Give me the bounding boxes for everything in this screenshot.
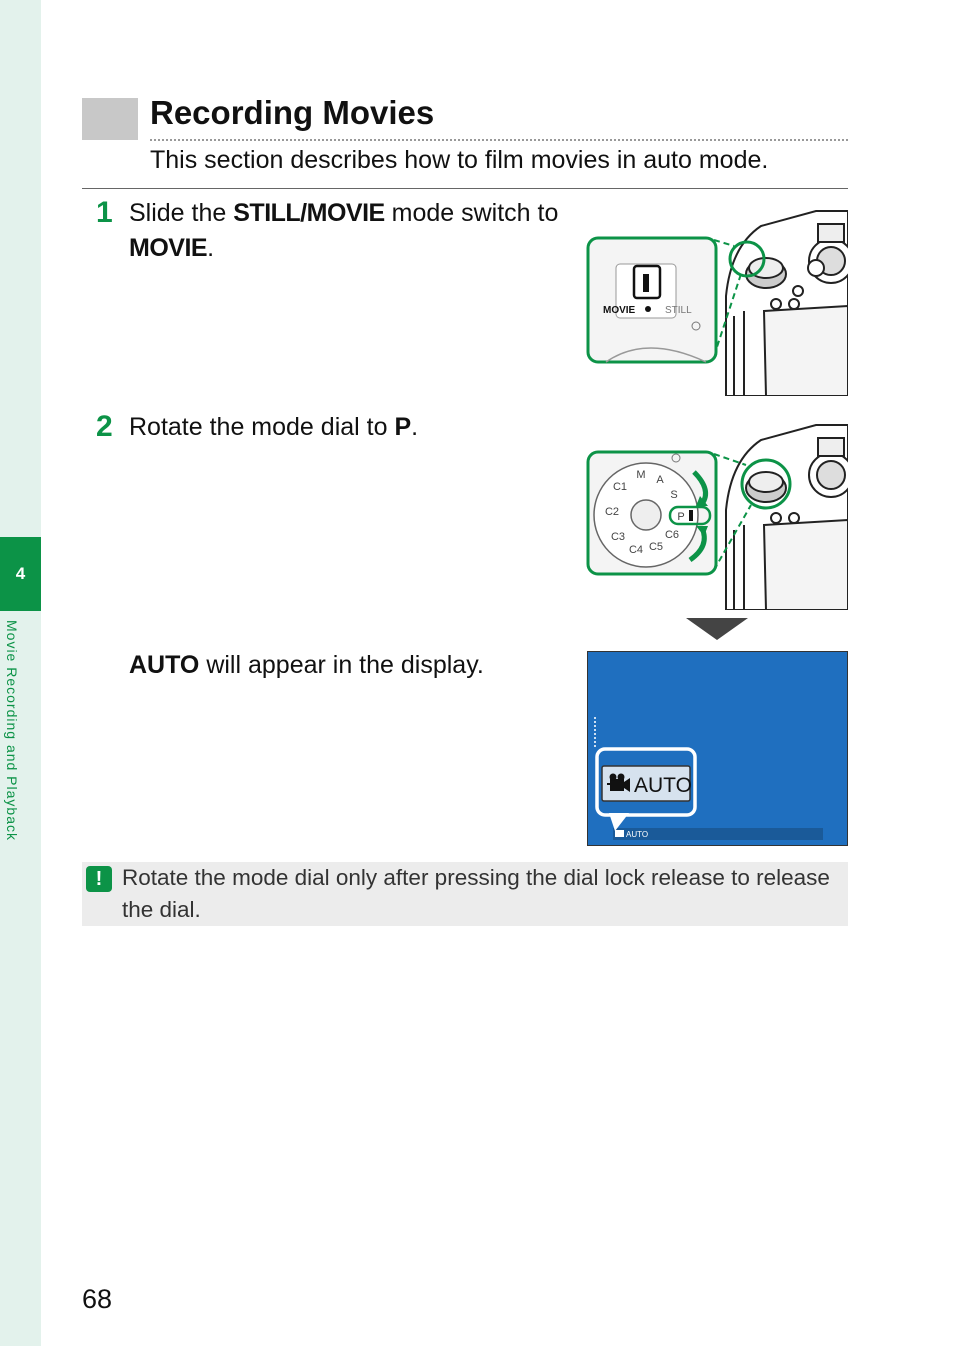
result-text: AUTO will appear in the display. xyxy=(129,648,484,683)
status-auto-label: AUTO xyxy=(626,830,648,839)
section-subtitle: This section describes how to film movie… xyxy=(150,146,769,174)
chapter-number-tab[interactable]: 4 xyxy=(0,537,41,611)
status-bar xyxy=(613,828,823,840)
step-1-target: MOVIE xyxy=(129,234,208,262)
dial-position-S: S xyxy=(670,489,677,501)
switch-still-label: STILL xyxy=(665,305,692,316)
movie-record-dot-icon xyxy=(645,306,651,312)
title-dotted-divider xyxy=(150,139,848,141)
dial-position-C1: C1 xyxy=(613,481,627,493)
step-1-text-after: . xyxy=(207,234,215,262)
display-auto-badge: AUTO xyxy=(634,774,692,797)
movie-camera-icon xyxy=(607,773,630,792)
section-title: Recording Movies xyxy=(150,94,435,131)
switch-illustration: MOVIE STILL xyxy=(586,210,848,396)
step-2-text-after: . xyxy=(411,413,419,441)
step-1-text-middle: mode switch to xyxy=(384,199,559,227)
step-1-number: 1 xyxy=(96,196,113,229)
dial-highlight-circle xyxy=(740,458,792,510)
chapter-title: Movie Recording and Playback xyxy=(4,620,20,841)
step-1-text-before: Slide the xyxy=(129,199,234,227)
step-1-switch-name: STILL/MOVIE xyxy=(233,199,385,227)
auto-callout: AUTO xyxy=(595,747,697,831)
section-title-marker xyxy=(82,98,138,140)
down-arrow-icon xyxy=(686,618,748,640)
mode-dial-inset: P S A M C1 C2 C3 C4 C5 C6 xyxy=(586,450,718,576)
camera-body-icon xyxy=(725,210,848,396)
dial-position-C4: C4 xyxy=(629,544,643,556)
chapter-number: 4 xyxy=(15,564,26,583)
caution-note-text: Rotate the mode dial only after pressing… xyxy=(122,865,830,922)
step-2-text: Rotate the mode dial to P. xyxy=(129,410,418,445)
result-text-after: will appear in the display. xyxy=(199,651,484,679)
chapter-sidebar xyxy=(0,0,41,1346)
camera-body-icon xyxy=(725,424,848,610)
movie-camera-small-icon xyxy=(615,830,624,837)
switch-inset: MOVIE STILL xyxy=(586,236,718,364)
step-2-target: P xyxy=(394,413,412,441)
page-number: 68 xyxy=(82,1284,113,1314)
dial-position-C2: C2 xyxy=(605,506,619,518)
dial-position-C5: C5 xyxy=(649,541,663,553)
switch-movie-label: MOVIE xyxy=(603,305,636,316)
section-divider xyxy=(82,188,848,189)
dial-position-C3: C3 xyxy=(611,531,625,543)
dial-position-C6: C6 xyxy=(665,529,679,541)
caution-icon: ! xyxy=(86,866,112,892)
display-illustration: AUTO AUTO xyxy=(587,651,848,846)
switch-highlight-circle xyxy=(728,240,766,278)
result-mode: AUTO xyxy=(129,651,200,679)
step-2-text-before: Rotate the mode dial to xyxy=(129,413,395,441)
dial-position-P: P xyxy=(677,511,684,523)
dial-position-A: A xyxy=(656,474,664,486)
caution-note: ! Rotate the mode dial only after pressi… xyxy=(82,862,848,926)
dial-position-M: M xyxy=(636,469,645,481)
step-2-number: 2 xyxy=(96,410,113,443)
step-1-text: Slide the STILL/MOVIE mode switch to MOV… xyxy=(129,196,569,266)
mode-dial-illustration: P S A M C1 C2 C3 C4 C5 C6 xyxy=(586,424,848,610)
